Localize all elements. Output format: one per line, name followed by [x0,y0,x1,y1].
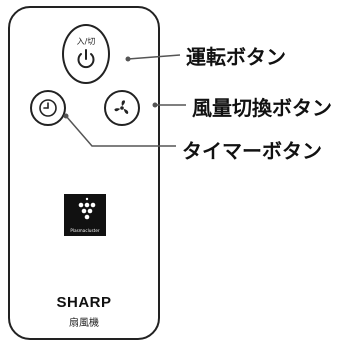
power-button[interactable]: 入/切 [62,24,110,84]
power-icon [77,49,95,69]
plasmacluster-logo: Plasmacluster [64,194,106,236]
power-button-label: 入/切 [76,37,96,46]
fan-icon [114,100,129,114]
plasmacluster-text: Plasmacluster [70,228,100,233]
brand-logo: SHARP [56,294,112,311]
fan-speed-button[interactable] [104,90,140,126]
timer-button-callout: タイマーボタン [182,139,322,163]
grape-logo-icon [78,197,96,220]
fan-speed-button-callout: 風量切換ボタン [192,96,332,120]
remote-control: 入/切 Plasmacluster [8,6,160,340]
product-type-label: 扇風機 [69,318,99,329]
power-button-callout: 運転ボタン [186,45,286,69]
timer-button[interactable] [30,90,66,126]
clock-icon [39,99,57,117]
